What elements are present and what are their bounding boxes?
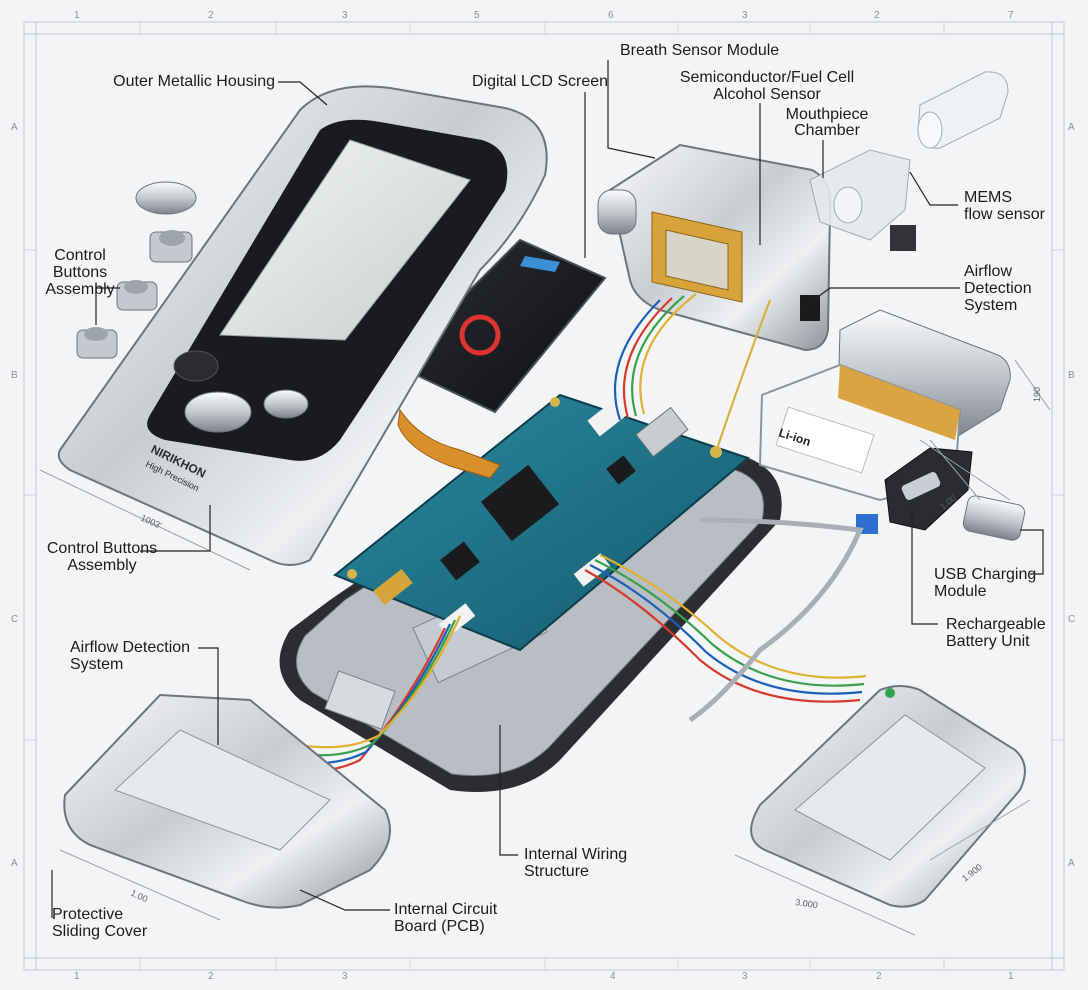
dimension-lines: [39, 359, 1051, 936]
label-outer-housing: Outer Metallic Housing: [113, 73, 275, 90]
label-pcb-2: Board (PCB): [394, 918, 485, 935]
label-battery-2: Battery Unit: [946, 633, 1030, 650]
dim-battery-height: 190: [1032, 387, 1042, 402]
border-mark-right-1: A: [1068, 122, 1075, 133]
border-mark-top-4: 5: [474, 10, 480, 21]
label-control-buttons-left-2: Assembly: [67, 557, 137, 574]
border-mark-bottom-7: 1: [1008, 971, 1014, 982]
border-mark-left-3: C: [11, 614, 19, 625]
border-mark-top-2: 2: [208, 10, 214, 21]
label-mouthpiece-1: Mouthpiece: [785, 106, 869, 123]
label-control-buttons-left-1: Control Buttons: [46, 540, 158, 557]
usb-module: [856, 447, 1026, 541]
label-cover-2: Sliding Cover: [52, 923, 148, 940]
border-mark-bottom-3: 3: [342, 971, 348, 982]
border-mark-right-3: C: [1068, 614, 1076, 625]
label-airflow-right-1: Airflow: [964, 263, 1013, 280]
flex-ribbon: [397, 408, 501, 479]
leader-lines: [51, 60, 1044, 918]
border-mark-top-5: 6: [608, 10, 614, 21]
border-mark-bottom-6: 2: [876, 971, 882, 982]
mouthpiece-chamber: [809, 149, 916, 251]
battery-unit: [758, 309, 1011, 502]
label-usb-1: USB Charging: [934, 566, 1037, 583]
border-mark-top-6: 3: [742, 10, 748, 21]
internal-wiring: [199, 293, 867, 773]
label-airflow-right-3: System: [964, 297, 1018, 314]
label-airflow-right-2: Detection: [964, 280, 1032, 297]
label-wiring-1: Internal Wiring: [524, 846, 628, 863]
outer-housing: [57, 85, 548, 566]
border-mark-left-4: A: [11, 858, 18, 869]
label-control-buttons-top-2: Buttons: [52, 264, 108, 281]
label-pcb-1: Internal Circuit: [394, 901, 498, 918]
label-alcohol-sensor-1: Semiconductor/Fuel Cell: [679, 69, 855, 86]
dim-housing-width: 1003': [139, 513, 163, 531]
label-cover-1: Protective: [52, 906, 124, 923]
breath-sensor-module: [597, 143, 832, 352]
dim-cover-left: 1.00: [129, 888, 149, 904]
label-wiring-2: Structure: [524, 863, 589, 880]
left-sliding-cover: [63, 693, 391, 909]
label-breath-sensor: Breath Sensor Module: [620, 42, 780, 59]
mouthpiece-tube: [917, 71, 1009, 149]
label-usb-2: Module: [934, 583, 987, 600]
border-mark-top-3: 3: [342, 10, 348, 21]
border-mark-bottom-1: 1: [74, 971, 80, 982]
label-airflow-left-1: Airflow Detection: [70, 639, 191, 656]
border-mark-right-4: A: [1068, 858, 1075, 869]
border-mark-right-2: B: [1068, 370, 1075, 381]
drafting-frame: [23, 21, 1065, 971]
border-mark-top-1: 1: [74, 10, 80, 21]
label-airflow-left-2: System: [70, 656, 124, 673]
label-lcd-screen: Digital LCD Screen: [471, 73, 609, 90]
border-mark-bottom-5: 3: [742, 971, 748, 982]
pcb-board: [333, 393, 751, 652]
border-mark-top-8: 7: [1008, 10, 1014, 21]
label-control-buttons-top-3: Assembly: [45, 281, 115, 298]
border-mark-top-7: 2: [874, 10, 880, 21]
right-sliding-cover: [750, 685, 1026, 908]
dim-cover-right-a: 3.000: [795, 897, 819, 910]
label-battery-1: Rechargeable: [946, 616, 1046, 633]
border-mark-bottom-4: 4: [610, 971, 616, 982]
border-mark-bottom-2: 2: [208, 971, 214, 982]
dim-cover-right-b: 1.900: [960, 862, 984, 884]
label-mems-2: flow sensor: [964, 206, 1045, 223]
loose-buttons: [76, 181, 197, 359]
label-mouthpiece-2: Chamber: [794, 122, 860, 139]
border-mark-left-2: B: [11, 370, 18, 381]
label-mems-1: MEMS: [964, 189, 1012, 206]
border-mark-left-1: A: [11, 122, 18, 133]
label-control-buttons-top-1: Control: [54, 247, 106, 264]
label-alcohol-sensor-2: Alcohol Sensor: [713, 86, 821, 103]
